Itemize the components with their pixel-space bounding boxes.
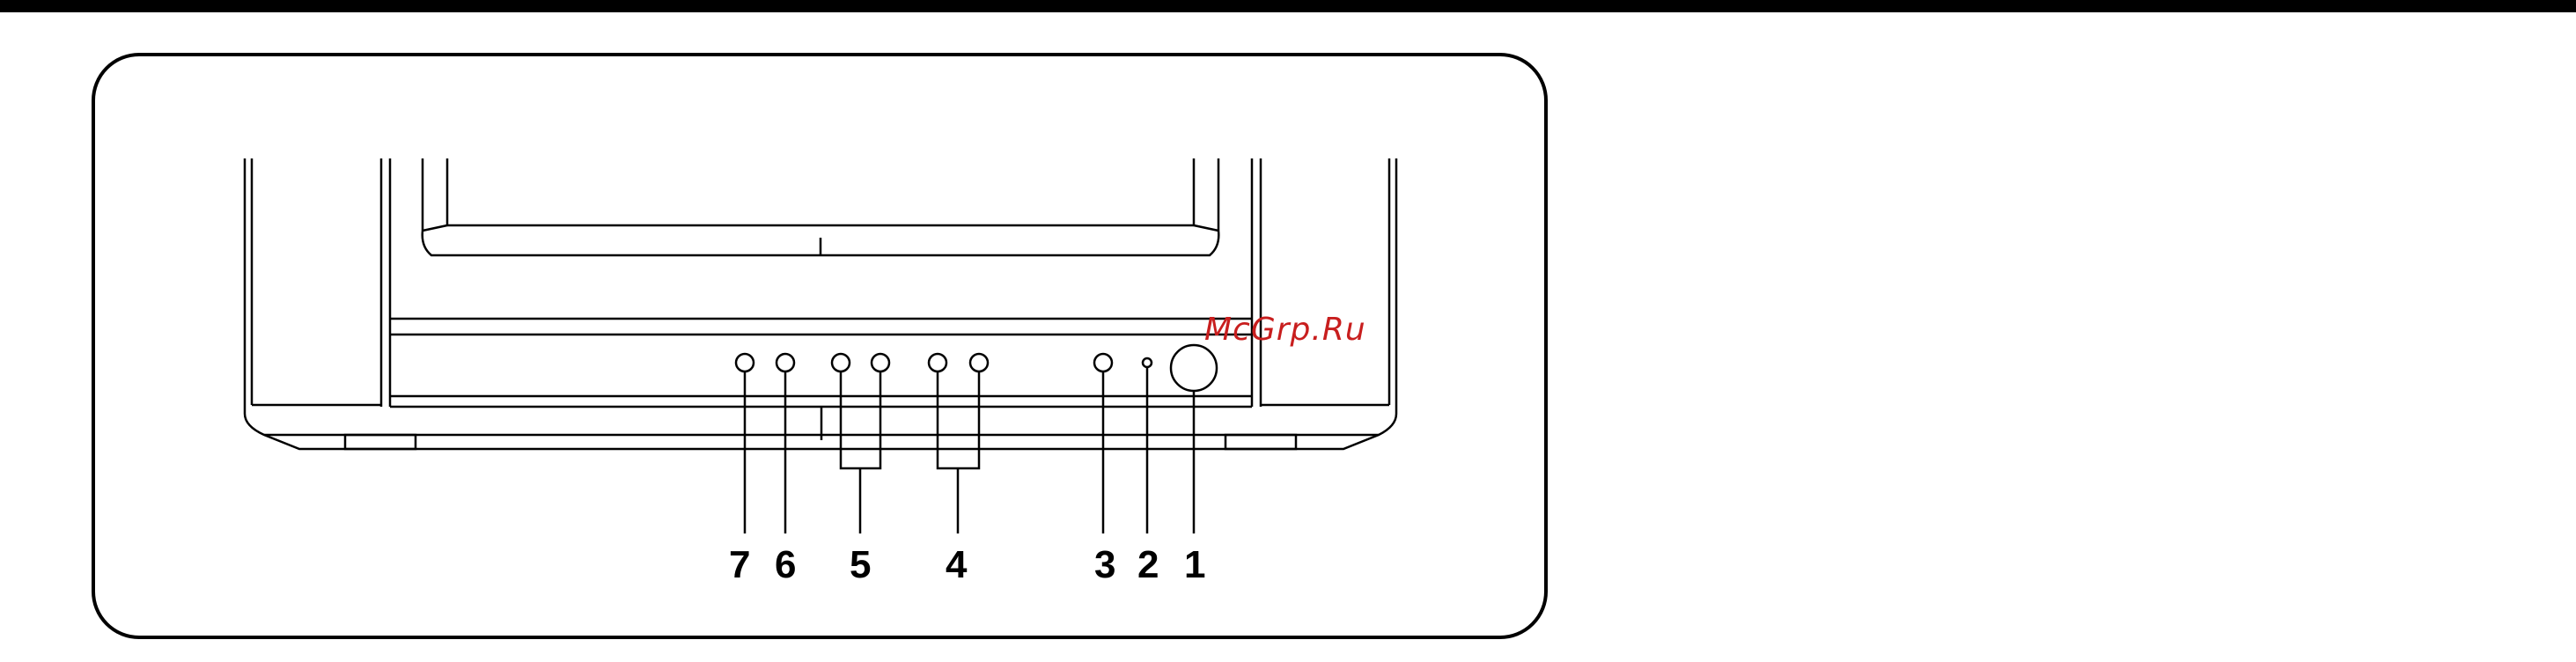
button-6 bbox=[776, 354, 794, 371]
callout-3: 3 bbox=[1094, 546, 1115, 585]
button-5a bbox=[832, 354, 850, 371]
button-4a bbox=[929, 354, 946, 371]
leader-lines bbox=[745, 367, 1194, 533]
screen-bezel bbox=[423, 158, 1219, 255]
callout-4: 4 bbox=[946, 546, 967, 585]
callout-7: 7 bbox=[729, 546, 750, 585]
callout-5: 5 bbox=[850, 546, 871, 585]
front-buttons bbox=[736, 345, 1217, 391]
power-button-1 bbox=[1171, 345, 1217, 391]
callout-6: 6 bbox=[775, 546, 796, 585]
control-strip bbox=[390, 319, 1252, 440]
callout-2: 2 bbox=[1137, 546, 1159, 585]
callout-1: 1 bbox=[1184, 546, 1205, 585]
button-3 bbox=[1094, 354, 1112, 371]
button-5b bbox=[872, 354, 889, 371]
watermark: McGrp.Ru bbox=[1204, 312, 1366, 348]
cabinet-body bbox=[245, 158, 1396, 449]
button-4b bbox=[970, 354, 988, 371]
button-7 bbox=[736, 354, 754, 371]
indicator-2 bbox=[1143, 358, 1152, 367]
